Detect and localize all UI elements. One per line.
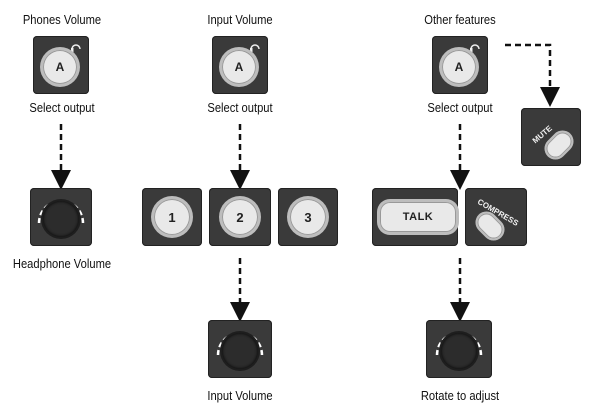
channel-3-button[interactable]: 3 bbox=[290, 199, 326, 235]
headphone-volume-label: Headphone Volume bbox=[12, 256, 112, 271]
channel-2-button[interactable]: 2 bbox=[222, 199, 258, 235]
arrow-other-to-mute bbox=[505, 43, 560, 107]
headphone-volume-knob-pad[interactable] bbox=[30, 188, 92, 246]
other-select-output-label: Select output bbox=[427, 100, 493, 115]
channel-2-pad[interactable]: 2 bbox=[209, 188, 271, 246]
other-features-title: Other features bbox=[424, 12, 496, 27]
mute-pad[interactable]: MUTE bbox=[521, 108, 581, 166]
input-volume-label: Input Volume bbox=[207, 388, 273, 403]
input-volume-title: Input Volume bbox=[207, 12, 273, 27]
phones-select-pad[interactable]: A bbox=[33, 36, 89, 94]
phones-volume-title: Phones Volume bbox=[22, 12, 102, 27]
phones-select-button-a[interactable]: A bbox=[43, 50, 77, 84]
rotate-to-adjust-label: Rotate to adjust bbox=[420, 388, 500, 403]
input-select-output-label: Select output bbox=[207, 100, 273, 115]
input-select-button-a[interactable]: A bbox=[222, 50, 256, 84]
headphone-icon bbox=[71, 44, 81, 52]
input-volume-knob-pad[interactable] bbox=[208, 320, 272, 378]
compress-pad[interactable]: COMPRESS bbox=[465, 188, 527, 246]
channel-3-pad[interactable]: 3 bbox=[278, 188, 338, 246]
headphone-icon bbox=[470, 44, 480, 52]
other-select-pad[interactable]: A bbox=[432, 36, 488, 94]
channel-1-button[interactable]: 1 bbox=[154, 199, 190, 235]
rotate-knob[interactable] bbox=[441, 333, 477, 369]
headphone-volume-knob[interactable] bbox=[43, 201, 79, 237]
input-select-pad[interactable]: A bbox=[212, 36, 268, 94]
input-volume-knob[interactable] bbox=[222, 333, 258, 369]
headphone-icon bbox=[250, 44, 260, 52]
other-select-button-a[interactable]: A bbox=[442, 50, 476, 84]
phones-select-output-label: Select output bbox=[29, 100, 95, 115]
talk-pad[interactable]: TALK bbox=[372, 188, 458, 246]
talk-button[interactable]: TALK bbox=[380, 202, 456, 232]
rotate-knob-pad[interactable] bbox=[426, 320, 492, 378]
channel-1-pad[interactable]: 1 bbox=[142, 188, 202, 246]
